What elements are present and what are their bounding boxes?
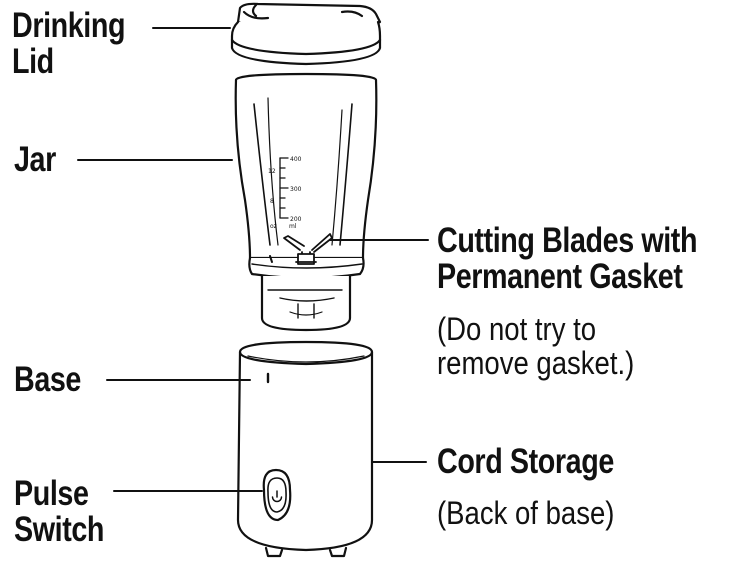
scale-oz-8: 8: [270, 198, 274, 205]
label-pulse-switch-line2: Switch: [14, 510, 105, 549]
label-cutting-blades: Cutting Blades with Permanent Gasket: [437, 223, 697, 295]
label-cutting-blades-line1: Cutting Blades with: [437, 221, 698, 260]
scale-ml-unit: ml: [289, 223, 297, 230]
base: [236, 340, 374, 558]
label-drinking-lid: Drinking Lid: [12, 6, 126, 81]
power-icon: [271, 490, 283, 503]
cutting-blades: [283, 233, 333, 265]
scale-oz-unit: oz: [270, 223, 277, 230]
jar: [234, 72, 378, 332]
pulse-switch: [262, 468, 292, 522]
leader-lines: [77, 27, 429, 492]
label-cord-note: (Back of base): [437, 495, 615, 531]
label-drinking-lid-line1: Drinking: [12, 6, 126, 45]
label-gasket-note-line1: (Do not try to: [437, 311, 597, 347]
scale-ml-400: 400: [290, 156, 302, 163]
label-cutting-blades-line2: Permanent Gasket: [437, 257, 683, 296]
label-gasket-note-line2: remove gasket.): [437, 345, 635, 381]
scale-oz-12: 12: [268, 168, 276, 175]
scale-ml-300: 300: [290, 186, 302, 193]
drinking-lid: [230, 2, 382, 66]
label-pulse-switch: Pulse Switch: [14, 476, 104, 548]
label-pulse-switch-line1: Pulse: [14, 474, 89, 513]
label-cord-storage: Cord Storage: [437, 442, 614, 481]
label-jar: Jar: [14, 140, 56, 179]
label-gasket-note: (Do not try to remove gasket.): [437, 312, 634, 380]
scale-ml-200: 200: [290, 216, 302, 223]
label-drinking-lid-line2: Lid: [12, 42, 54, 81]
label-base: Base: [14, 360, 81, 399]
jar-measuring-scale: [279, 157, 289, 219]
